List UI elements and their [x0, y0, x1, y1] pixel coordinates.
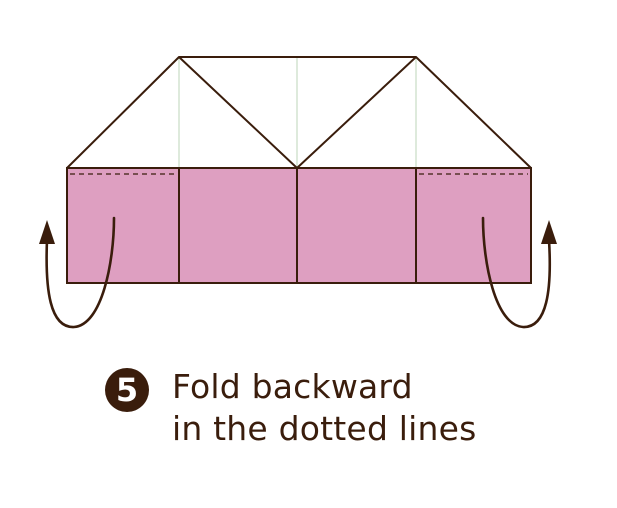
crease-lines: [178, 57, 417, 168]
step-instruction: Fold backward in the dotted lines: [172, 366, 477, 450]
panel-dividers: [178, 168, 417, 283]
top-triangles: [66, 56, 532, 169]
instruction-line-2: in the dotted lines: [172, 409, 477, 448]
fold-arrow-right: [481, 216, 557, 329]
fold-diagram: [39, 56, 557, 329]
instruction-line-1: Fold backward: [172, 367, 413, 406]
step-number-badge: 5: [105, 368, 149, 412]
fold-arrow-left: [39, 216, 116, 329]
paper-body: [66, 167, 532, 284]
